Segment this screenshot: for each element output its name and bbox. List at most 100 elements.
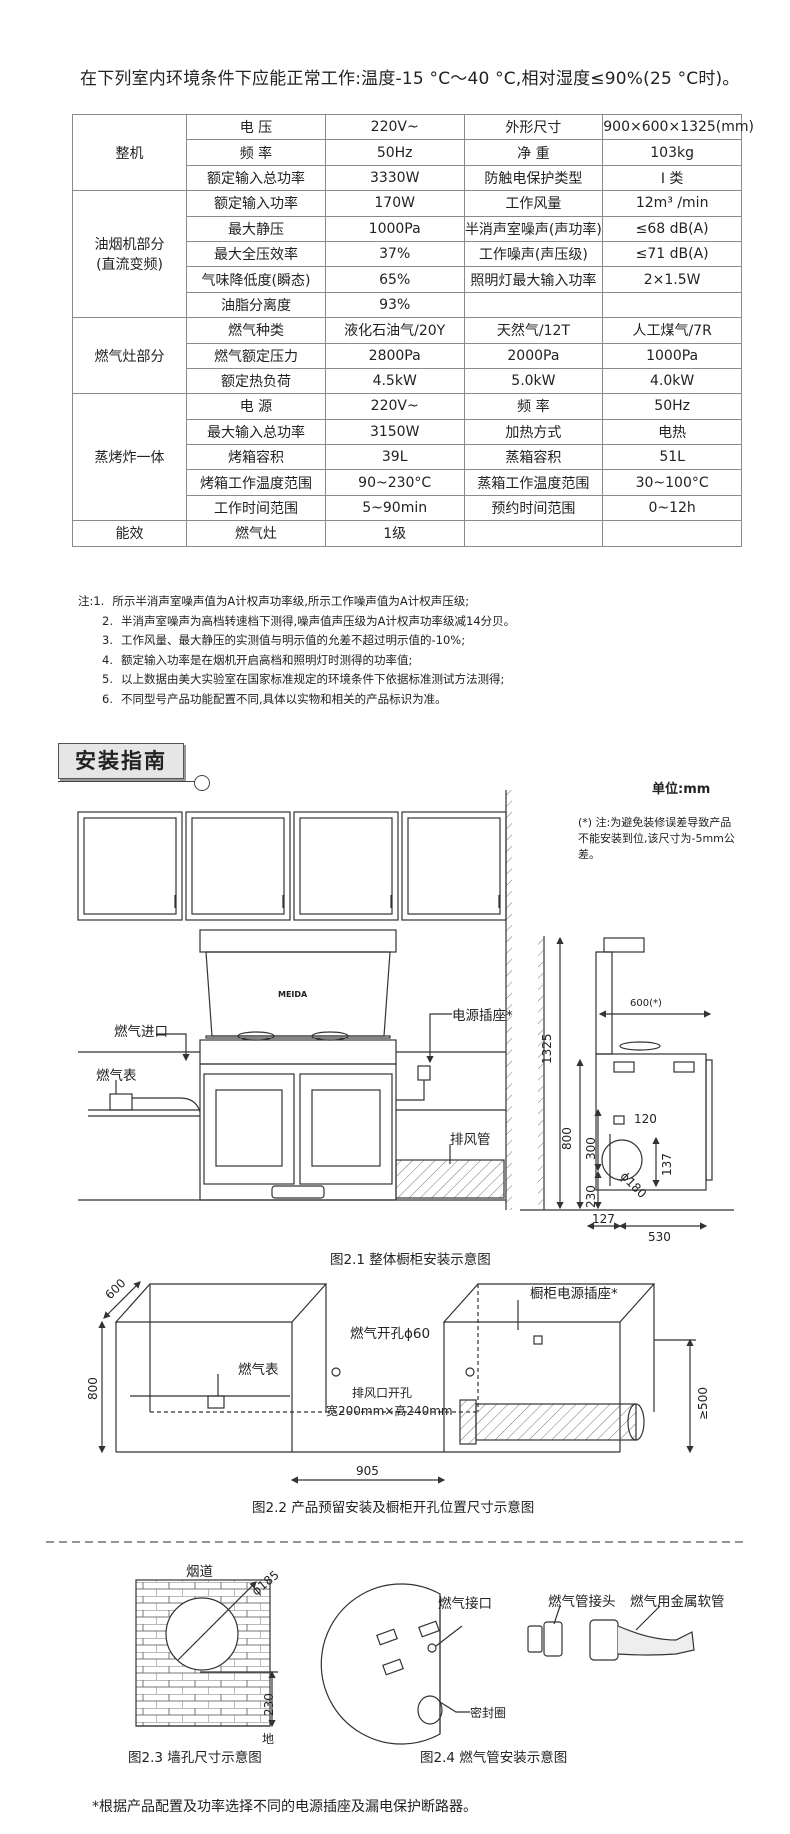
fig4-gas-pipe bbox=[320, 1583, 695, 1745]
spec-cell: 1000Pa bbox=[602, 342, 742, 369]
spec-cell: 外形尺寸 bbox=[463, 113, 604, 141]
spec-cell: 额定输入总功率 bbox=[186, 164, 326, 192]
spec-group-label: 燃气灶部分 bbox=[94, 348, 165, 365]
spec-cell: 燃气种类 bbox=[186, 317, 326, 344]
spec-cell: 170W bbox=[324, 190, 465, 217]
spec-cell: 工作噪声(声压级) bbox=[463, 240, 604, 268]
note-item: 5.以上数据由美大实验室在国家标准规定的环境条件下依据标准测试方法测得; bbox=[78, 670, 515, 690]
dim-530: 530 bbox=[648, 1230, 671, 1244]
note-number: 4. bbox=[102, 652, 113, 667]
fig3-wall-hole bbox=[135, 1579, 278, 1728]
fig1-caption: 图2.1 整体橱柜安装示意图 bbox=[330, 1252, 491, 1268]
spec-cell bbox=[463, 291, 604, 319]
spec-group-cell: 整机 bbox=[71, 113, 188, 192]
note-number: 1. bbox=[93, 594, 105, 608]
spec-cell: 30~100°C bbox=[602, 469, 742, 496]
install-guide-title: 安装指南 bbox=[58, 743, 184, 779]
note-text: 所示半消声室噪声值为A计权声功率级,所示工作噪声值为A计权声压级; bbox=[112, 594, 470, 608]
dim-300: 300 bbox=[584, 1137, 598, 1160]
ground-label: 地 bbox=[262, 1732, 275, 1746]
fig2-dim-800: 800 bbox=[86, 1377, 100, 1400]
spec-cell: 燃气灶 bbox=[186, 520, 326, 547]
spec-cell: 预约时间范围 bbox=[463, 494, 604, 522]
spec-group-label: 能效 bbox=[115, 526, 144, 543]
note-number: 6. bbox=[102, 691, 113, 706]
note-number: 5. bbox=[102, 672, 113, 686]
gas-port-label: 燃气接口 bbox=[438, 1596, 492, 1612]
note-number: 3. bbox=[102, 633, 113, 647]
spec-cell: 电热 bbox=[602, 418, 742, 446]
dim-127: 127 bbox=[592, 1212, 615, 1226]
spec-cell: 最大全压效率 bbox=[186, 240, 326, 268]
spec-group-label: (直流变频) bbox=[96, 257, 164, 274]
exhaust-hole-label: 排风口开孔 bbox=[352, 1386, 413, 1400]
intro-text: 在下列室内环境条件下应能正常工作:温度-15 °C～40 °C,相对湿度≤90%… bbox=[80, 69, 740, 89]
spec-group-cell: 燃气灶部分 bbox=[71, 317, 188, 395]
dim-230: 230 bbox=[584, 1185, 598, 1208]
spec-cell: 净 重 bbox=[463, 139, 604, 166]
fig1-front-view bbox=[77, 790, 512, 1210]
spec-cell: 1级 bbox=[324, 520, 465, 547]
spec-cell: 额定热负荷 bbox=[186, 367, 326, 395]
spec-cell: 220V~ bbox=[324, 393, 465, 420]
spec-cell bbox=[602, 520, 742, 547]
spec-cell: 烤箱容积 bbox=[186, 444, 326, 471]
spec-cell: 加热方式 bbox=[463, 418, 604, 446]
tolerance-note: (*) 注:为避免装修误差导致产品不能安装到位,该尺寸为-5mm公差。 bbox=[578, 816, 735, 861]
dim-137: 137 bbox=[660, 1153, 674, 1176]
cabinet-socket-label: 橱柜电源插座* bbox=[530, 1286, 618, 1302]
spec-cell: 1000Pa bbox=[324, 215, 465, 242]
fig2-gas-meter-label: 燃气表 bbox=[238, 1362, 279, 1378]
fig4-caption: 图2.4 燃气管安装示意图 bbox=[420, 1750, 568, 1766]
note-item: 3.工作风量、最大静压的实测值与明示值的允差不超过明示值的-10%; bbox=[78, 631, 515, 651]
fig3-dim-230: 230 bbox=[262, 1693, 276, 1716]
guide-title-dot bbox=[194, 775, 210, 791]
note-item: 6. 不同型号产品功能配置不同,具体以实物和相关的产品标识为准。 bbox=[78, 690, 515, 710]
footer-note: *根据产品配置及功率选择不同的电源插座及漏电保护断路器。 bbox=[92, 1799, 477, 1815]
gas-meter-label: 燃气表 bbox=[96, 1068, 137, 1084]
spec-cell: 900×600×1325(mm) bbox=[602, 113, 754, 141]
spec-group-label: 蒸烤炸一体 bbox=[94, 450, 165, 467]
metal-hose-label: 燃气用金属软管 bbox=[630, 1594, 725, 1610]
brand-logo: MEIDA bbox=[278, 990, 308, 999]
fig2-dim-905: 905 bbox=[356, 1464, 379, 1478]
spec-cell: 50Hz bbox=[324, 139, 465, 166]
seal-ring-label: 密封圈 bbox=[470, 1706, 507, 1720]
exhaust-hole-size: 宽200mm×高240mm bbox=[326, 1404, 453, 1418]
spec-cell: 65% bbox=[324, 266, 465, 293]
dim-800: 800 bbox=[560, 1127, 574, 1150]
fig2-dim-500: ≥500 bbox=[696, 1387, 710, 1420]
fig2-cabinet-view bbox=[98, 1281, 696, 1484]
spec-cell: 防触电保护类型 bbox=[463, 164, 604, 192]
spec-cell: 烤箱工作温度范围 bbox=[186, 469, 326, 496]
spec-cell: 工作时间范围 bbox=[186, 494, 326, 522]
spec-cell: 蒸箱工作温度范围 bbox=[463, 469, 604, 496]
gas-joint-label: 燃气管接头 bbox=[548, 1594, 616, 1610]
fig2-caption: 图2.2 产品预留安装及橱柜开孔位置尺寸示意图 bbox=[252, 1500, 535, 1516]
note-item: 2.半消声室噪声为高档转速档下测得,噪声值声压级为A计权声功率级减14分贝。 bbox=[78, 612, 515, 632]
spec-cell: 蒸箱容积 bbox=[463, 444, 604, 471]
gas-hole-label: 燃气开孔ɸ60 bbox=[350, 1326, 431, 1342]
spec-cell: 燃气额定压力 bbox=[186, 342, 326, 369]
dim-1325: 1325 bbox=[540, 1033, 554, 1064]
spec-cell bbox=[463, 520, 604, 547]
spec-group-label: 油烟机部分 bbox=[94, 237, 165, 254]
note-item: 4. 额定输入功率是在烟机开启高档和照明灯时测得的功率值; bbox=[78, 651, 515, 671]
gas-inlet-label: 燃气进口 bbox=[114, 1024, 168, 1040]
note-number: 2. bbox=[102, 613, 113, 628]
note-text: 不同型号产品功能配置不同,具体以实物和相关的产品标识为准。 bbox=[120, 691, 447, 706]
dim-120: 120 bbox=[634, 1112, 657, 1126]
note-text: 额定输入功率是在烟机开启高档和照明灯时测得的功率值; bbox=[120, 652, 413, 667]
spec-cell: ≤68 dB(A) bbox=[602, 215, 742, 242]
spec-cell: 气味降低度(瞬态) bbox=[186, 266, 326, 293]
spec-cell: 人工煤气/7R bbox=[602, 317, 742, 344]
